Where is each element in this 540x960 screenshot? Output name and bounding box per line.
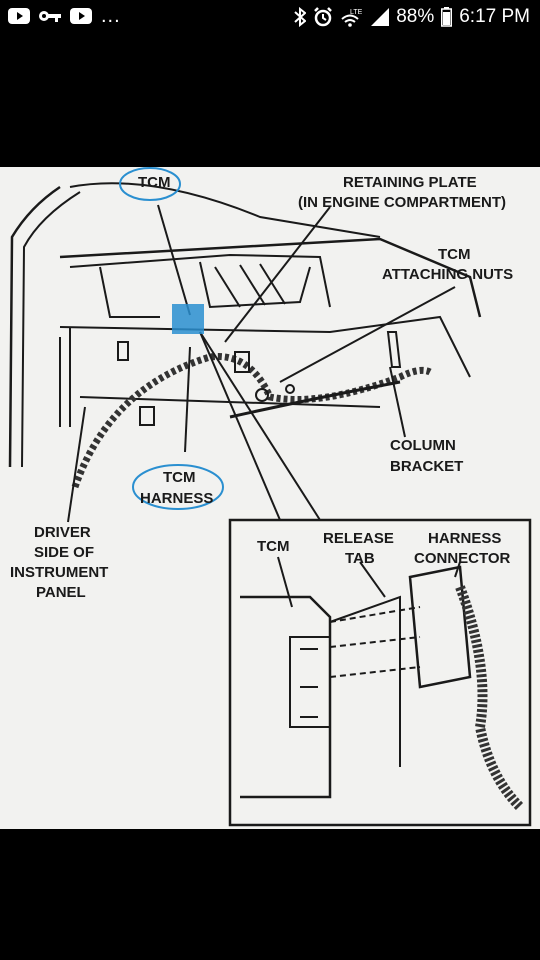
- tcm-diagram[interactable]: TCM RETAINING PLATE (IN ENGINE COMPARTME…: [0, 167, 540, 829]
- alarm-icon: [314, 7, 333, 27]
- youtube-icon: [70, 8, 92, 24]
- label-inset-tcm: TCM: [257, 538, 290, 555]
- label-column: COLUMN: [390, 437, 456, 454]
- bluetooth-icon: [294, 7, 307, 27]
- label-tcm: TCM: [138, 174, 171, 191]
- label-attaching-nuts: ATTACHING NUTS: [382, 266, 513, 283]
- clock: 6:17 PM: [459, 6, 530, 27]
- label-instrument: INSTRUMENT: [10, 564, 108, 581]
- signal-icon: [371, 8, 390, 26]
- battery-percent: 88%: [396, 6, 435, 27]
- tcm-label-circle: [119, 167, 181, 201]
- status-left: ...: [8, 5, 121, 27]
- youtube-icon: [8, 8, 30, 24]
- overflow-indicator: ...: [101, 5, 121, 27]
- network-type-label: LTE: [350, 9, 363, 16]
- wifi-icon: LTE: [341, 9, 363, 27]
- battery-icon: [441, 7, 453, 27]
- key-icon: [39, 11, 61, 22]
- image-viewer[interactable]: TCM RETAINING PLATE (IN ENGINE COMPARTME…: [0, 167, 540, 829]
- status-bar: ... LTE 88% 6:17 PM: [0, 0, 540, 38]
- label-connector: CONNECTOR: [414, 550, 511, 567]
- label-driver: DRIVER: [34, 524, 91, 541]
- label-side-of: SIDE OF: [34, 544, 94, 561]
- label-bracket: BRACKET: [390, 458, 463, 475]
- harness-label-circle: [132, 464, 224, 510]
- label-release: RELEASE: [323, 530, 394, 547]
- label-panel: PANEL: [36, 584, 86, 601]
- tcm-module-highlight: [172, 304, 204, 334]
- label-harness-connector-harness: HARNESS: [428, 530, 501, 547]
- label-retaining-plate-location: (IN ENGINE COMPARTMENT): [298, 194, 506, 211]
- label-tcm-harness-tcm: TCM: [163, 469, 196, 486]
- label-retaining-plate: RETAINING PLATE: [343, 174, 477, 191]
- status-right: LTE 88% 6:17 PM: [294, 6, 530, 28]
- label-attaching-nuts-tcm: TCM: [438, 246, 471, 263]
- label-tab: TAB: [345, 550, 375, 567]
- label-harness: HARNESS: [140, 490, 213, 507]
